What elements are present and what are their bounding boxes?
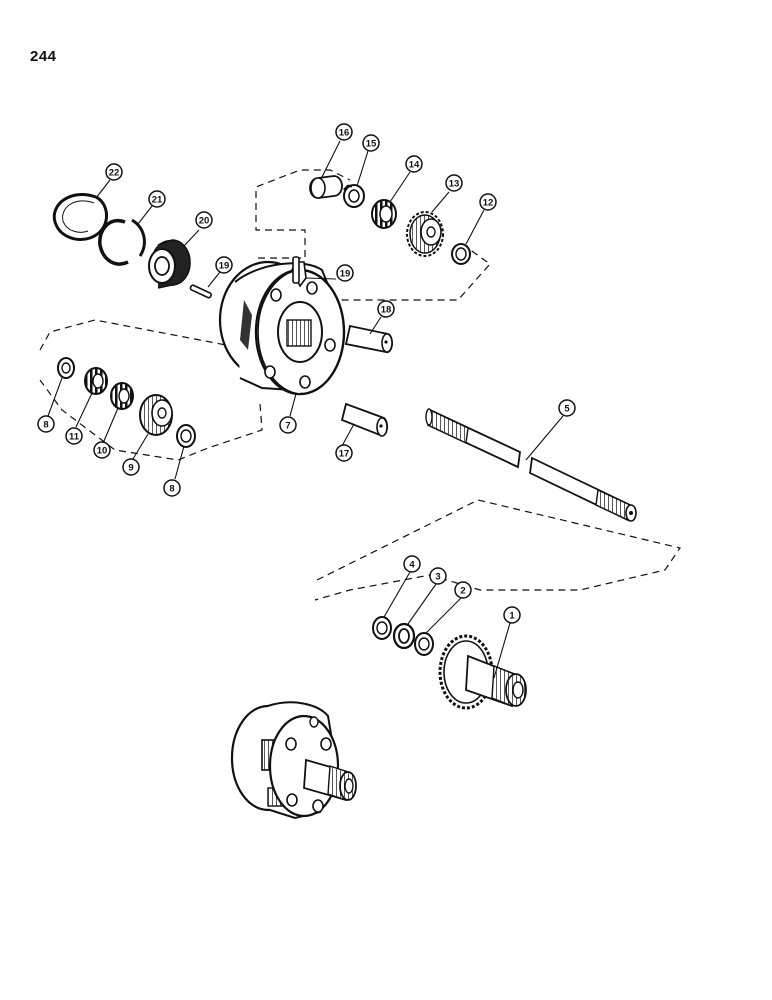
snap-ring-22 — [52, 193, 108, 241]
pin-19-small — [189, 284, 212, 299]
upper-gear-cluster — [309, 175, 471, 265]
pin-19-in-carrier — [292, 256, 300, 284]
svg-text:2: 2 — [460, 586, 465, 597]
bearing-20 — [148, 239, 191, 289]
shaft-18 — [344, 324, 393, 354]
svg-text:1: 1 — [509, 611, 515, 622]
callout-10: 10 — [93, 441, 111, 459]
callout-4: 4 — [403, 555, 421, 573]
callout-2: 2 — [454, 581, 472, 599]
callout-19-right: 19 — [336, 264, 354, 282]
callout-8-left: 8 — [37, 415, 55, 433]
callout-7: 7 — [279, 416, 297, 434]
svg-text:21: 21 — [152, 195, 163, 206]
svg-text:7: 7 — [285, 421, 290, 432]
page-number: 244 — [30, 48, 57, 65]
svg-text:4: 4 — [409, 560, 415, 571]
leader-lines — [47, 140, 564, 679]
callout-21: 21 — [148, 190, 166, 208]
callout-18: 18 — [377, 300, 395, 318]
carrier-7 — [218, 260, 346, 396]
svg-text:9: 9 — [128, 463, 133, 474]
callout-3: 3 — [429, 567, 447, 585]
callout-17: 16 — [335, 123, 353, 141]
retainer-21 — [98, 218, 146, 266]
left-group-outline-lower — [39, 379, 263, 461]
svg-text:19: 19 — [340, 269, 351, 280]
svg-text:22: 22 — [109, 168, 120, 179]
callout-11: 11 — [65, 427, 83, 445]
callout-8-right: 8 — [163, 479, 181, 497]
svg-text:13: 13 — [449, 179, 460, 190]
svg-text:3: 3 — [435, 572, 440, 583]
callout-19-left: 19 — [215, 256, 233, 274]
dashed-group-outlines — [39, 169, 681, 601]
lower-gear-cluster — [372, 616, 527, 710]
svg-text:11: 11 — [69, 432, 80, 443]
left-gear-cluster — [57, 357, 196, 448]
svg-text:12: 12 — [483, 198, 494, 209]
svg-text:14: 14 — [409, 160, 420, 171]
callout-16: 15 — [362, 134, 380, 152]
callout-12: 17 — [335, 444, 353, 462]
callout-5: 5 — [558, 399, 576, 417]
callout-9: 9 — [122, 458, 140, 476]
svg-text:8: 8 — [169, 484, 174, 495]
svg-text:17: 17 — [339, 449, 350, 460]
callout-13: 12 — [479, 193, 497, 211]
svg-text:10: 10 — [97, 446, 108, 457]
callout-20: 20 — [195, 211, 213, 229]
left-group-outline — [39, 319, 263, 353]
shaft-5 — [425, 408, 637, 522]
callout-1: 1 — [503, 606, 521, 624]
callout-22: 22 — [105, 163, 123, 181]
assembled-view — [230, 701, 357, 820]
callout-14: 13 — [445, 174, 463, 192]
upper-group-outline — [255, 169, 351, 259]
svg-text:16: 16 — [339, 128, 350, 139]
svg-text:19: 19 — [219, 261, 230, 272]
shaft-12 — [340, 402, 388, 437]
svg-text:5: 5 — [564, 404, 570, 415]
callouts: 22 21 20 19 16 15 — [37, 123, 576, 624]
svg-text:15: 15 — [366, 139, 377, 150]
svg-text:8: 8 — [43, 420, 48, 431]
svg-text:20: 20 — [199, 216, 210, 227]
svg-text:18: 18 — [381, 305, 392, 316]
callout-15: 14 — [405, 155, 423, 173]
